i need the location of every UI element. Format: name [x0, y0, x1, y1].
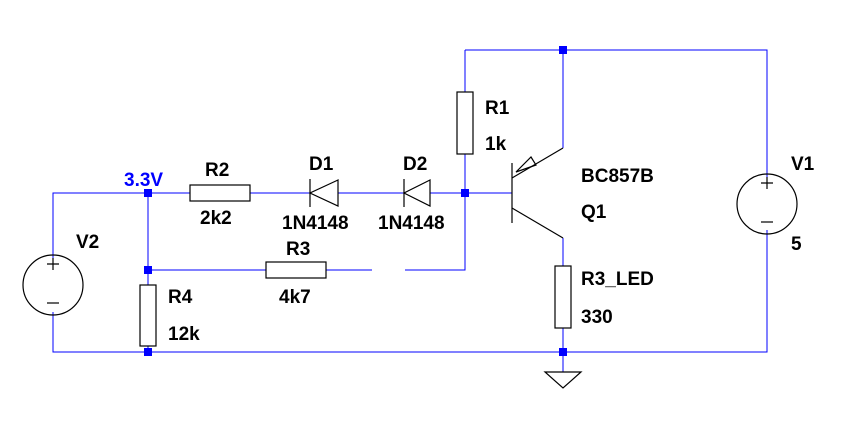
- r3-value-label: 4k7: [279, 287, 311, 308]
- v1-value-label: 5: [791, 234, 802, 255]
- d1-diode: [308, 179, 339, 207]
- r1-value-label: 1k: [485, 134, 507, 155]
- d2-diode: [402, 179, 431, 207]
- r1-ref-label: R1: [485, 98, 510, 119]
- q1-ref-label: Q1: [581, 202, 607, 223]
- v2-ref-label: V2: [76, 232, 99, 253]
- d2-value-label: 1N4148: [378, 213, 445, 234]
- net-label-3v3: 3.3V: [124, 170, 163, 191]
- r3-led-value-label: 330: [581, 307, 613, 328]
- junction-dot: [559, 348, 567, 356]
- d2-ref-label: D2: [403, 154, 427, 175]
- r4-ref-label: R4: [168, 287, 193, 308]
- r3-resistor: [265, 261, 327, 279]
- r1-resistor: [456, 91, 474, 155]
- ground-symbol: [543, 371, 583, 389]
- r3-led-ref-label: R3_LED: [581, 269, 654, 290]
- r4-resistor: [139, 284, 157, 347]
- wire: [465, 49, 768, 178]
- d1-value-label: 1N4148: [282, 213, 349, 234]
- r3-ref-label: R3: [286, 239, 310, 260]
- q1-value-label: BC857B: [581, 166, 654, 187]
- r3-led-resistor: [554, 265, 572, 329]
- q1-pnp-transistor: [511, 147, 564, 239]
- d1-ref-label: D1: [309, 154, 334, 175]
- r2-ref-label: R2: [205, 160, 229, 181]
- wires: [52, 49, 768, 372]
- junction-dot: [559, 46, 567, 54]
- v1-ref-label: V1: [791, 154, 815, 175]
- v2-voltage-source: [22, 254, 84, 316]
- junction-dot: [144, 266, 152, 274]
- v1-voltage-source: [736, 173, 798, 235]
- r2-resistor: [189, 184, 251, 202]
- junction-dot: [461, 189, 469, 197]
- junction-dot: [144, 348, 152, 356]
- wire: [52, 192, 190, 258]
- wire: [52, 230, 768, 353]
- r4-value-label: 12k: [168, 324, 200, 345]
- r2-value-label: 2k2: [200, 208, 232, 229]
- junction-dot: [144, 189, 152, 197]
- junctions: [144, 46, 567, 356]
